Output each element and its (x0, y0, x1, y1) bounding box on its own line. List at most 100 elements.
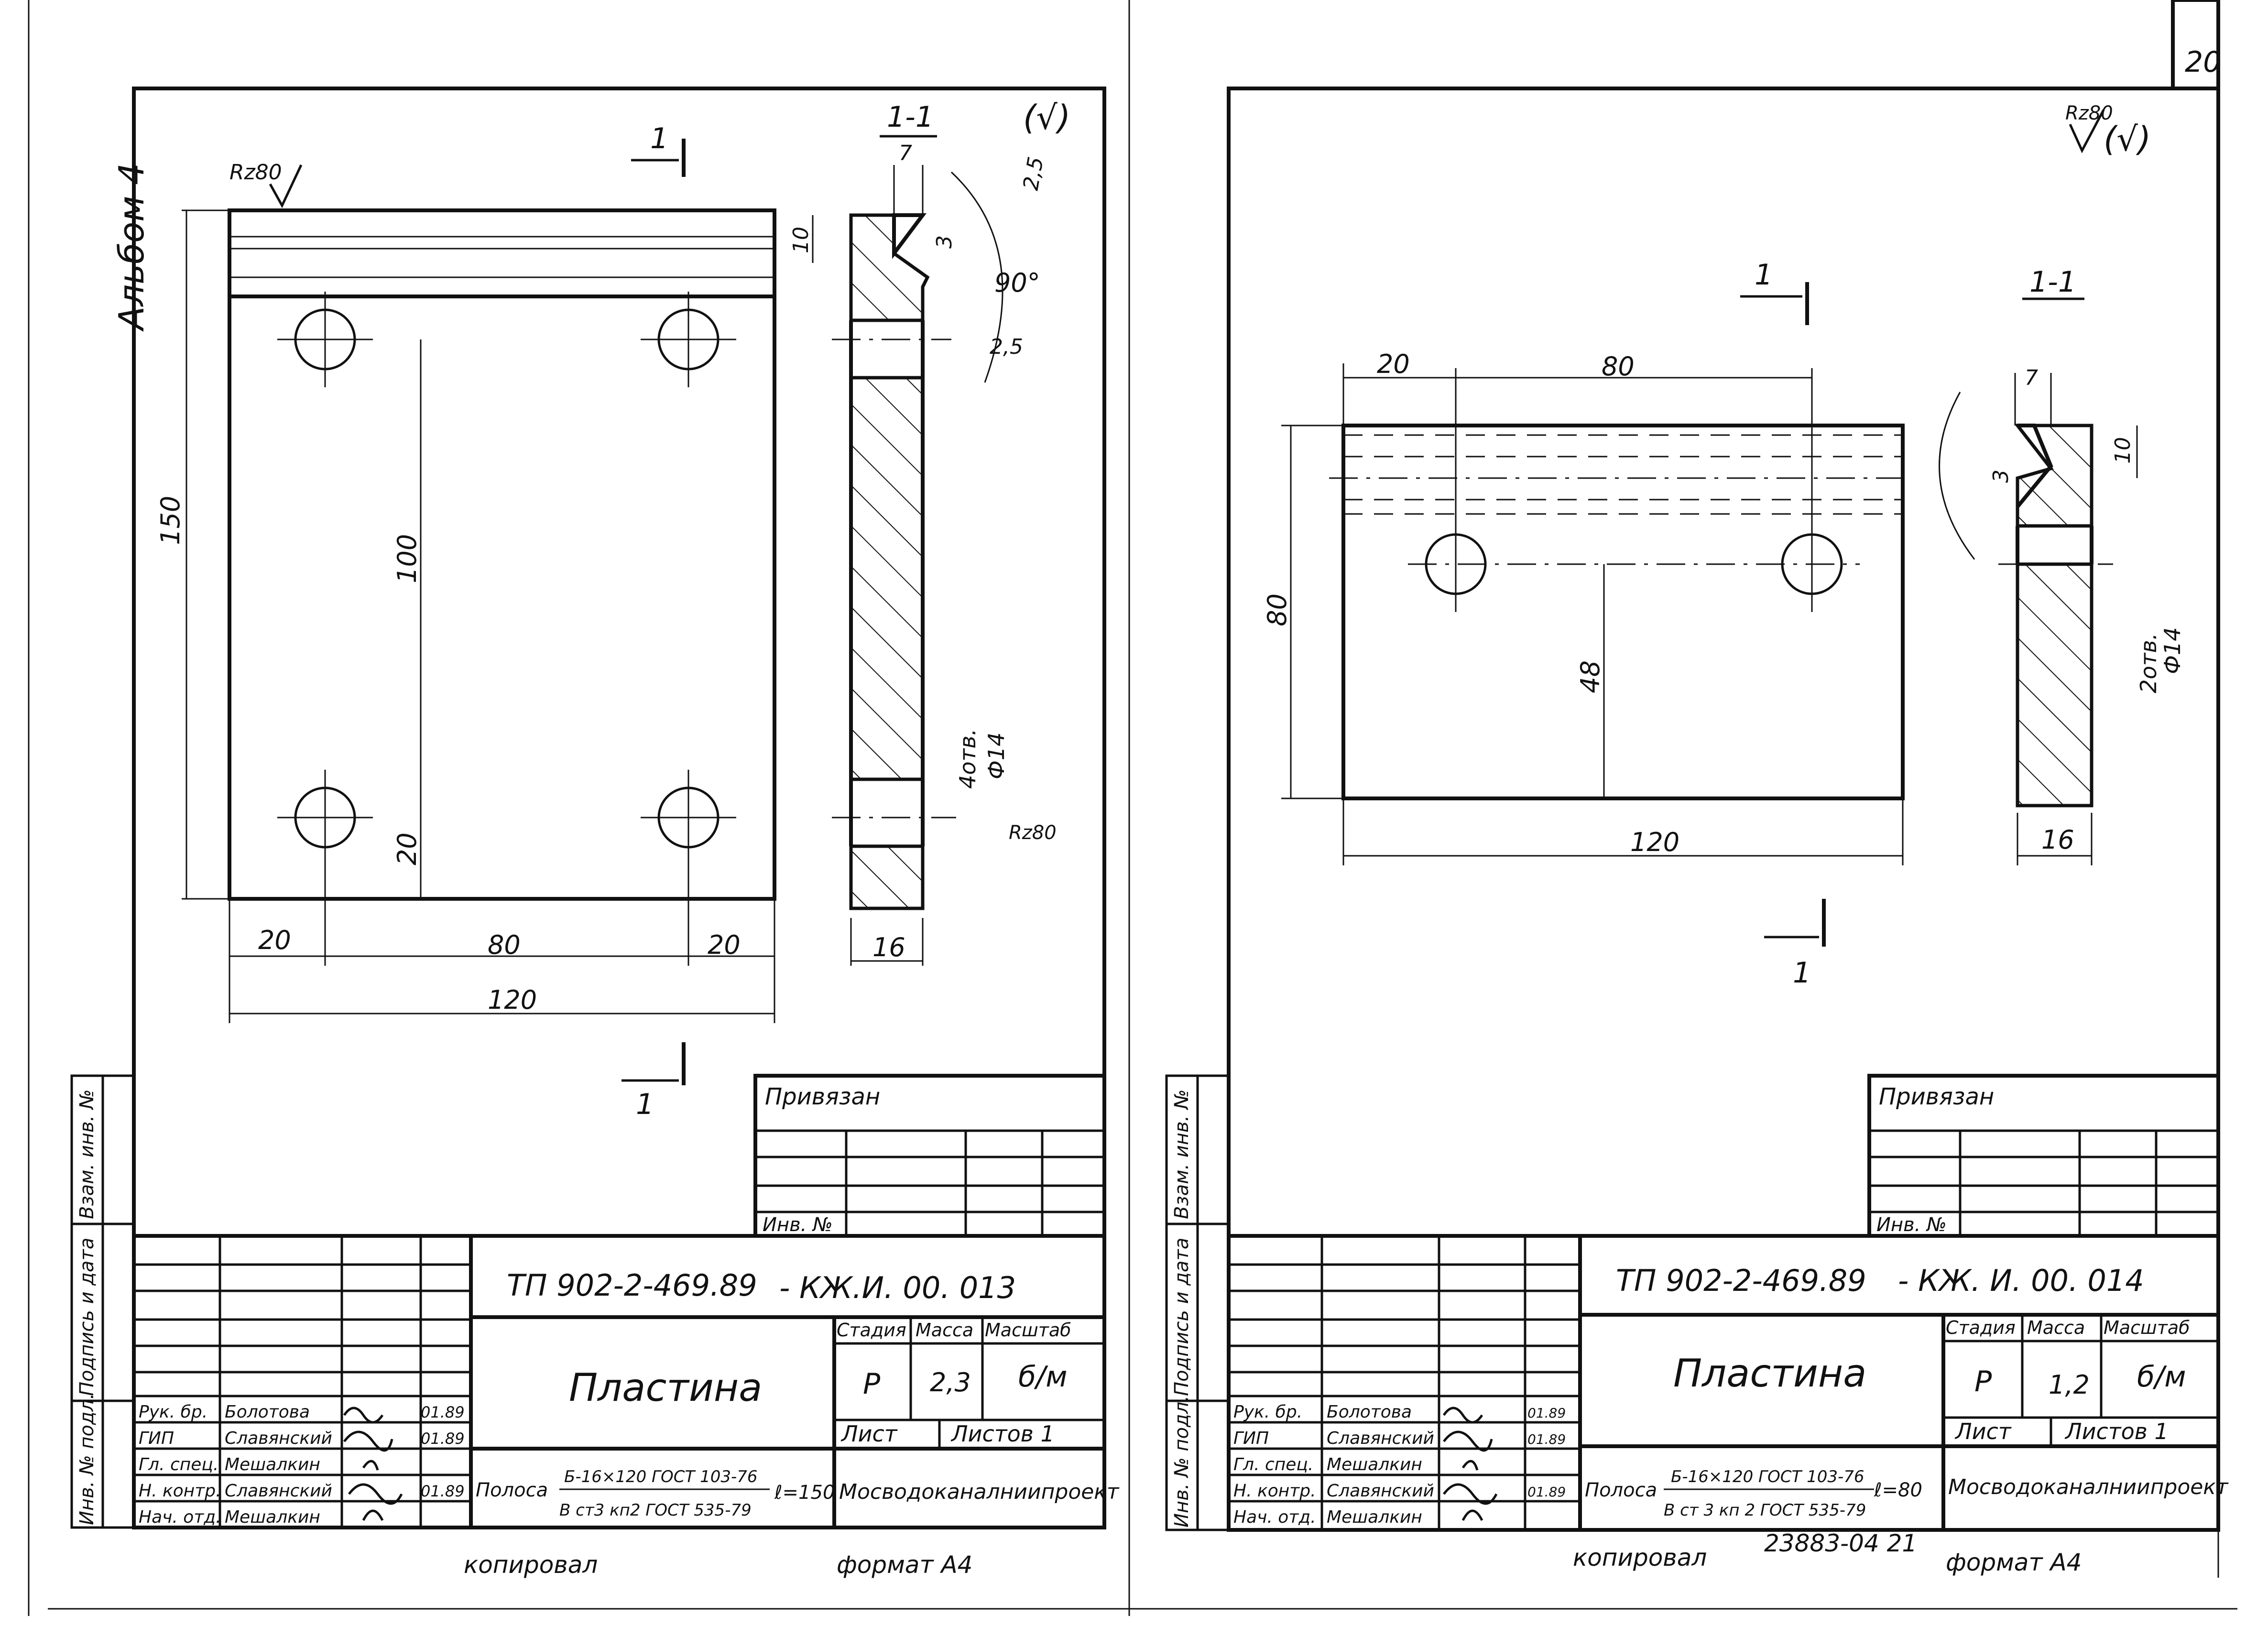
left-chamfer-top: 2,5 (1019, 155, 1048, 192)
left-chamfer-bottom: 2,5 (990, 335, 1023, 359)
left-sign-date-1: 01.89 (421, 1403, 465, 1421)
left-section-roughness: Rz80 (1009, 822, 1057, 844)
left-inv-label: Инв. № (763, 1214, 833, 1236)
right-cut-mark-top: 1 (1755, 258, 1773, 292)
right-sign-date-2: 01.89 (1527, 1431, 1566, 1447)
right-sheet: Инв. № подл. Подпись и дата Взам. инв. №… (1165, 87, 2229, 1576)
left-groove-width: 7 (899, 141, 912, 165)
left-section-label: 1-1 (887, 100, 934, 134)
right-sign-role-5: Нач. отд. (1233, 1507, 1316, 1527)
left-sign-name-2: Славянский (225, 1429, 332, 1448)
side-label-signature: Подпись и дата (76, 1238, 98, 1396)
dim-width-left: 20 (258, 925, 291, 955)
left-length: ℓ=150 (774, 1482, 835, 1504)
right-side-label-signature: Подпись и дата (1171, 1238, 1193, 1396)
left-mass-header: Масса (916, 1320, 973, 1341)
right-title-block: ТП 902-2-469.89 - КЖ. И. 00. 014 Пластин… (1227, 1234, 2229, 1532)
right-side-label-inv-podl: Инв. № подл. (1171, 1396, 1193, 1528)
left-sheet-label: Лист (840, 1421, 898, 1447)
left-section-lower (849, 844, 925, 910)
right-sign-role-1: Рук. бр. (1233, 1402, 1302, 1422)
right-dim-span: 80 (1602, 351, 1635, 382)
left-sign-name-5: Мешалкин (225, 1507, 320, 1527)
left-signatures (343, 1407, 403, 1521)
right-roughness: Rz80 (2065, 102, 2113, 124)
dim-edge: 20 (392, 832, 422, 865)
right-sign-name-4: Славянский (1327, 1481, 1434, 1501)
right-holes-count: 2отв. (2136, 633, 2161, 693)
left-section-body (849, 376, 925, 781)
right-holes (1408, 368, 1860, 612)
left-stage-header: Стадия (837, 1320, 906, 1341)
left-section-upper (849, 213, 930, 322)
right-sheets-label: Листов 1 (2064, 1419, 2169, 1444)
right-title: Пластина (1673, 1351, 1866, 1396)
right-stage: Р (1974, 1365, 1992, 1398)
left-roughness: Rz80 (229, 160, 282, 185)
dim-total-width: 120 (488, 985, 537, 1015)
right-length: ℓ=80 (1874, 1479, 1922, 1501)
album-label: Альбом 4 (111, 163, 152, 332)
left-groove-height: 3 (932, 235, 957, 249)
right-drawing-code: ТП 902-2-469.89 (1616, 1263, 1866, 1298)
right-dim-total-width: 120 (1630, 827, 1679, 857)
right-section-body (2016, 562, 2094, 808)
left-sign-role-3: Гл. спец. (139, 1455, 218, 1474)
left-material-top: Б-16×120 ГОСТ 103-76 (564, 1467, 758, 1486)
left-material-prefix: Полоса (476, 1479, 548, 1501)
right-sign-role-2: ГИП (1233, 1429, 1269, 1448)
left-sign-role-2: ГИП (139, 1429, 174, 1448)
right-sign-name-2: Славянский (1327, 1429, 1434, 1448)
left-section-thickness: 16 (872, 932, 905, 962)
right-groove-width: 7 (2025, 366, 2038, 390)
right-dim-hole-height: 48 (1575, 660, 1605, 693)
right-stage-header: Стадия (1946, 1317, 2016, 1338)
right-section-upper (2014, 424, 2094, 528)
right-sign-date-1: 01.89 (1527, 1405, 1566, 1421)
right-groove-height: 3 (1989, 469, 2013, 483)
left-material-bottom: В ст3 кп2 ГОСТ 535-79 (559, 1501, 752, 1520)
left-stage: Р (863, 1367, 881, 1401)
right-sign-name-3: Мешалкин (1327, 1455, 1422, 1474)
left-sheet-code: - КЖ.И. 00. 013 (779, 1270, 1016, 1305)
right-sign-role-4: Н. контр. (1233, 1481, 1316, 1501)
archive-code: 23883-04 21 (1764, 1529, 1917, 1557)
right-cut-mark-bottom: 1 (1793, 956, 1811, 990)
left-organization: Мосводоканалниипроект (839, 1480, 1120, 1504)
right-material-top: Б-16×120 ГОСТ 103-76 (1671, 1467, 1865, 1486)
right-organization: Мосводоканалниипроект (1948, 1475, 2229, 1499)
left-hole-diameter: Ф14 (983, 732, 1009, 779)
right-bound-label: Привязан (1879, 1083, 1994, 1110)
right-material-bottom: В ст 3 кп 2 ГОСТ 535-79 (1664, 1501, 1866, 1520)
left-bound-label: Привязан (765, 1083, 880, 1110)
left-sheet: Инв. № подл. Подпись и дата Взам. инв. №… (70, 87, 1120, 1579)
left-copied-by: копировал (464, 1551, 598, 1579)
left-sign-name-1: Болотова (225, 1402, 310, 1422)
left-sign-role-1: Рук. бр. (139, 1402, 207, 1422)
left-sign-date-2: 01.89 (421, 1430, 465, 1448)
right-sheet-label: Лист (1954, 1419, 2012, 1444)
right-sheet-code: - КЖ. И. 00. 014 (1898, 1263, 2144, 1298)
left-title-block: ТП 902-2-469.89 - КЖ.И. 00. 013 Пластина… (132, 1234, 1120, 1529)
left-holes-count: 4отв. (955, 729, 981, 789)
side-label-inv-podl: Инв. № подл. (76, 1393, 98, 1525)
side-label-replace: Взам. инв. № (76, 1089, 98, 1219)
left-roughness-sign: (√) (1023, 98, 1070, 137)
right-scale-header: Масштаб (2104, 1317, 2190, 1338)
right-inv-label: Инв. № (1876, 1214, 1947, 1236)
left-cut-mark-bottom: 1 (636, 1088, 654, 1121)
dim-hole-spacing: 100 (392, 534, 422, 583)
left-groove-depth: 10 (789, 227, 813, 253)
left-drawing-code: ТП 902-2-469.89 (507, 1268, 757, 1303)
left-sign-role-4: Н. контр. (139, 1481, 221, 1501)
right-material-prefix: Полоса (1585, 1479, 1657, 1501)
dim-width-mid: 80 (488, 930, 521, 960)
right-signatures (1442, 1407, 1498, 1521)
right-dim-edge: 20 (1377, 349, 1410, 379)
right-dim-total-height: 80 (1262, 593, 1292, 626)
left-cut-mark-top: 1 (650, 122, 668, 155)
right-hole-diameter: Ф14 (2159, 627, 2185, 674)
right-sign-name-1: Болотова (1327, 1402, 1412, 1422)
right-sign-name-5: Мешалкин (1327, 1507, 1422, 1527)
right-section-thickness: 16 (2041, 825, 2074, 855)
